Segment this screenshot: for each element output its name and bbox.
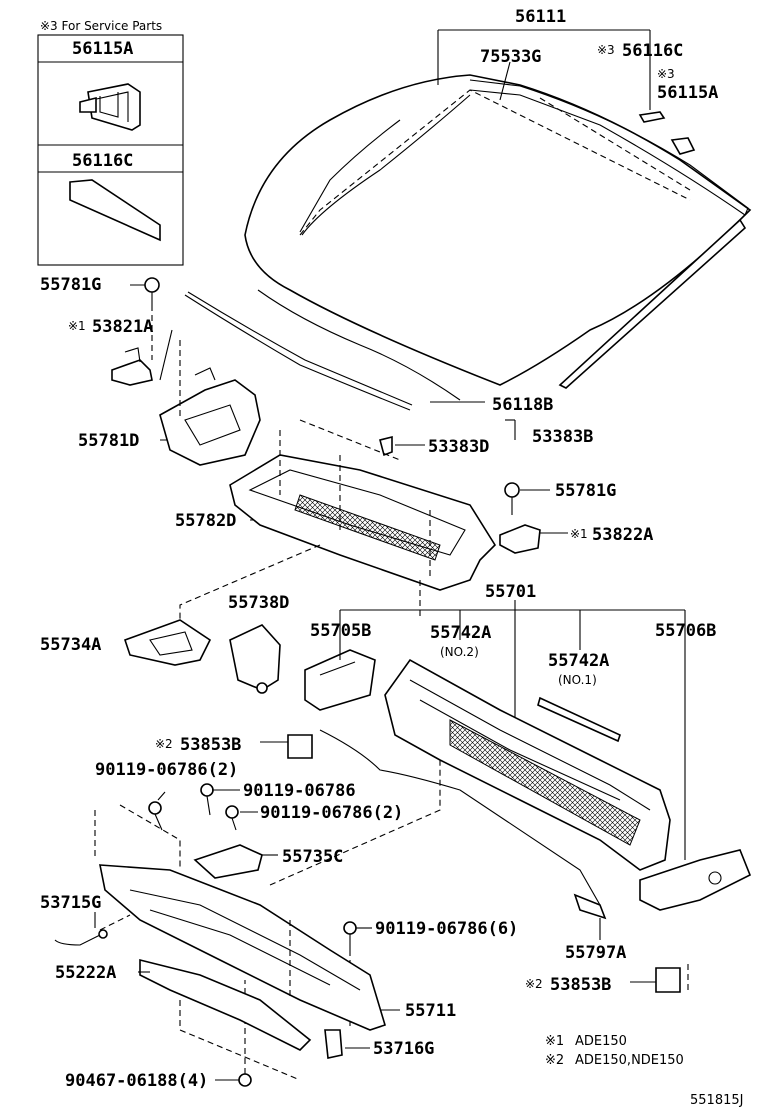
label-90467: 90467-06188(4) [65, 1071, 208, 1091]
bracket-55735c [193, 844, 263, 879]
clip-53716g [324, 1029, 343, 1059]
label-53822a: 53822A [592, 525, 653, 545]
label-53853b-mark: ※2 [155, 737, 173, 751]
label-53383d: 53383D [428, 437, 489, 457]
bracket-53821a [111, 347, 153, 386]
screw-90119-a [148, 801, 163, 831]
label-55742a-no2-sub: (NO.2) [440, 645, 479, 659]
clip-56115a-part [670, 137, 696, 155]
leaders-lower [94, 789, 601, 1081]
label-55781g-top: 55781G [40, 275, 101, 295]
label-56115a: 56115A [657, 83, 718, 103]
label-90119-a: 90119-06786(2) [95, 760, 238, 780]
label-56116c: 56116C [622, 41, 683, 61]
clip-53383d [379, 435, 393, 457]
hose-line [319, 729, 601, 906]
label-55711: 55711 [405, 1001, 456, 1021]
note-2-text: ADE150,NDE150 [575, 1053, 684, 1068]
seal-55742a-no1 [537, 696, 621, 743]
bracket-53822a [499, 524, 541, 554]
screw-90119-c [225, 805, 239, 831]
clip-56116c-part [638, 111, 666, 123]
cowl-top-55782d [229, 454, 497, 591]
label-55706b: 55706B [655, 621, 716, 641]
bolt-55781g-right [504, 482, 520, 515]
bolt-55781g-top [144, 277, 160, 360]
label-56111: 56111 [515, 7, 566, 27]
label-55738d: 55738D [228, 593, 289, 613]
bracket-55706b [639, 849, 752, 911]
block-53853b-left [287, 734, 313, 759]
bracket-55705b [304, 649, 376, 711]
drawing-id: 551815J [690, 1093, 743, 1108]
pad-56116c-drawing [69, 179, 161, 242]
label-53716g: 53716G [373, 1039, 434, 1059]
label-90119-c: 90119-06786(2) [260, 803, 403, 823]
lower-panel-55711 [99, 864, 386, 1031]
label-55705b: 55705B [310, 621, 371, 641]
label-55782d: 55782D [175, 511, 236, 531]
note-1-text: ADE150 [575, 1034, 627, 1049]
label-75533g: 75533G [480, 47, 541, 67]
label-55742a-no2: 55742A [430, 623, 491, 643]
label-90119-b: 90119-06786 [243, 781, 356, 801]
label-55734a: 55734A [40, 635, 101, 655]
note-2-mark: ※2 [545, 1053, 564, 1068]
label-56115a-mark: ※3 [657, 67, 675, 81]
label-55797a: 55797A [565, 943, 626, 963]
label-55742a-no1-sub: (NO.1) [558, 673, 597, 687]
label-53715g: 53715G [40, 893, 101, 913]
duct-55738d [229, 624, 281, 694]
label-56116c-mark: ※3 [597, 43, 615, 57]
windshield-glass [244, 74, 752, 389]
service-parts-header: ※3 For Service Parts [40, 19, 162, 33]
label-55781g-right: 55781G [555, 481, 616, 501]
seal-55734a [123, 619, 212, 666]
label-53822a-mark: ※1 [570, 527, 588, 541]
panel-55781d [159, 367, 261, 466]
label-53821a: 53821A [92, 317, 153, 337]
seal-55222a [139, 958, 312, 1051]
clip-56115a-drawing [79, 83, 141, 131]
dashed-guides-middle [179, 340, 431, 625]
label-53821a-mark: ※1 [68, 319, 86, 333]
screw-90119-b [200, 783, 214, 816]
block-53853b-right [655, 967, 681, 993]
label-90119-d: 90119-06786(6) [375, 919, 518, 939]
label-53853b: 53853B [180, 735, 241, 755]
label-53853b2-mark: ※2 [525, 977, 543, 991]
clip-55797a [573, 893, 607, 920]
label-56118b: 56118B [492, 395, 553, 415]
service-part-56116c-label: 56116C [72, 151, 133, 171]
wire-53715g [54, 929, 108, 946]
label-53853b2: 53853B [550, 975, 611, 995]
label-55742a-no1: 55742A [548, 651, 609, 671]
service-part-56115a-label: 56115A [72, 39, 133, 59]
cowl-panel-55701 [384, 658, 671, 871]
label-55735c: 55735C [282, 847, 343, 867]
label-55222a: 55222A [55, 963, 116, 983]
note-1-mark: ※1 [545, 1034, 564, 1049]
footnotes: ※1 ADE150 ※2 ADE150,NDE150 551815J [545, 1034, 743, 1108]
label-55781d: 55781D [78, 431, 139, 451]
dashed-guides-lower [94, 760, 441, 1081]
label-55701: 55701 [485, 582, 536, 602]
label-53383b: 53383B [532, 427, 593, 447]
service-parts-box: ※3 For Service Parts 56115A 56116C [37, 19, 184, 266]
part-labels: 56111 75533G ※3 56116C ※3 56115A 55781G … [40, 7, 718, 1091]
seal-56118b [184, 289, 461, 411]
